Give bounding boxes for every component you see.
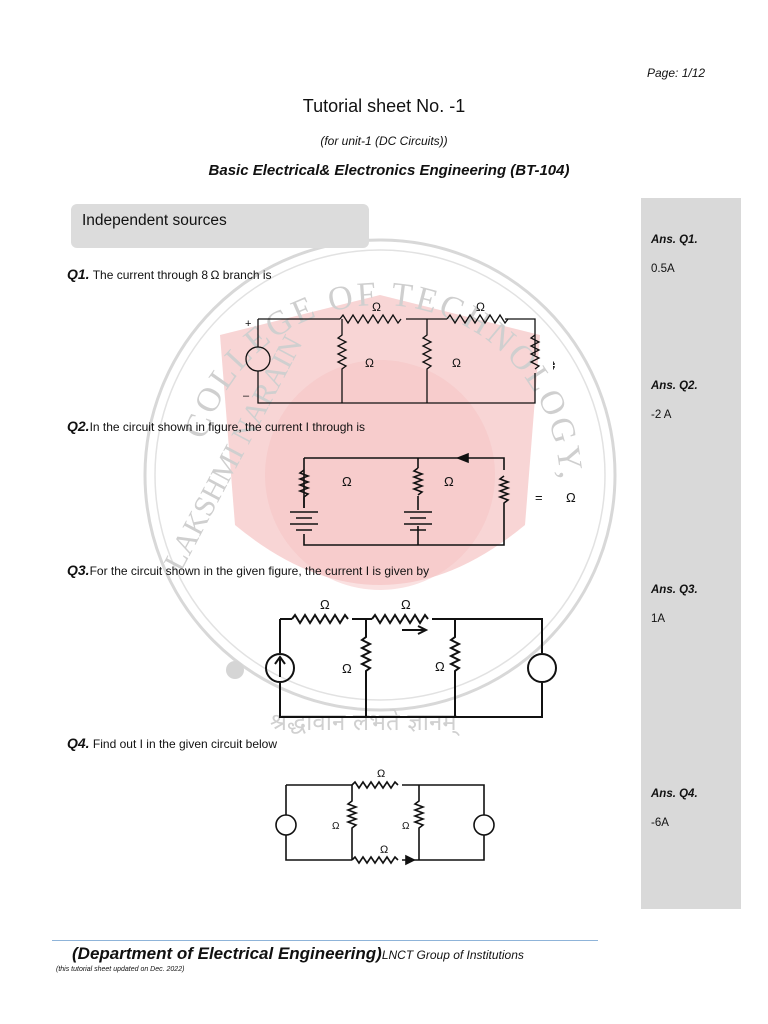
resistor-icon [351,855,399,865]
resistor-icon [291,613,349,625]
question-1: Q1. The current through 8 Ω branch is [67,266,272,282]
battery-icon [404,511,432,531]
arrow-icon [402,625,429,635]
svg-text:Ω: Ω [365,356,374,370]
question-4: Q4. Find out I in the given circuit belo… [67,735,277,751]
resistor-icon [371,613,429,625]
svg-text:Ω: Ω [320,597,330,612]
question-4-text: Find out I in the given circuit below [92,737,278,751]
svg-text:Ω: Ω [402,821,410,832]
svg-text:Ω: Ω [401,597,411,612]
question-3: Q3.For the circuit shown in the given fi… [67,562,429,578]
course-title: Basic Electrical& Electronics Engineerin… [208,162,570,179]
svg-text:Ω: Ω [342,661,352,676]
svg-text:Ω: Ω [435,659,445,674]
resistor-icon [497,475,511,520]
battery-icon [290,511,318,531]
svg-text:Ω: Ω [476,300,485,314]
question-4-number: Q4. [67,735,90,751]
arrow-icon [455,452,469,464]
question-2: Q2.In the circuit shown in figure, the c… [67,418,365,434]
resistor-icon [446,313,509,325]
resistor-icon [411,467,425,496]
resistor-icon [339,313,402,325]
question-2-text: In the circuit shown in figure, the curr… [89,420,366,434]
svg-text:Ω: Ω [332,821,340,832]
svg-text:=: = [535,490,543,505]
footer-note: (this tutorial sheet updated on Dec. 202… [56,966,185,973]
footer-department-name: (Department of Electrical Engineering) [72,944,382,963]
svg-text:Ω: Ω [566,490,576,505]
answer-value-q1: 0.5A [651,263,675,275]
answer-label-q4: Ans. Q4. [651,788,698,800]
resistor-icon [345,785,359,860]
question-3-number: Q3. [67,562,90,578]
voltage-source-icon [275,814,297,836]
section-header-box [71,204,369,248]
voltage-source-icon [527,653,557,683]
answer-value-q2: -2 A [651,409,672,421]
answer-label-q2: Ans. Q2. [651,380,698,392]
answers-column [641,198,741,909]
voltage-source-icon [473,814,495,836]
arrow-icon [405,854,416,866]
page-number: Page: 1/12 [647,66,706,80]
resistor-icon [359,619,373,717]
footer-department: (Department of Electrical Engineering)LN… [72,944,524,964]
circuit-q3: Ω Ω Ω Ω [265,597,557,718]
circuit-q4: Ω Ω Ω Ω [275,768,495,866]
circuit-q2: Ω Ω = Ω [290,452,576,546]
voltage-source-icon [245,346,271,372]
question-1-text: The current through 8 Ω branch is [92,268,272,282]
resistor-icon [351,780,399,790]
section-label: Independent sources [82,212,227,229]
svg-text:Ω: Ω [372,300,381,314]
resistor-icon [448,619,462,717]
page-subtitle: (for unit-1 (DC Circuits)) [320,134,448,148]
resistor-icon [412,785,426,860]
page-title: Tutorial sheet No. -1 [302,96,466,116]
svg-text:Ω: Ω [550,361,555,370]
svg-text:Ω: Ω [377,768,385,780]
question-1-number: Q1. [67,266,90,282]
svg-text:–: – [243,390,250,402]
answer-value-q3: 1A [651,613,666,625]
answer-value-q4: -6A [651,817,669,829]
svg-text:Ω: Ω [452,356,461,370]
footer-institution: LNCT Group of Institutions [381,948,524,962]
svg-text:Ω: Ω [380,844,388,856]
question-2-number: Q2. [67,418,90,434]
answer-label-q1: Ans. Q1. [651,234,698,246]
svg-text:Ω: Ω [444,474,454,489]
resistor-icon [297,469,311,508]
circuit-q1: + – Ω Ω Ω Ω Ω [243,300,555,404]
current-source-icon [265,653,295,683]
footer-divider [52,940,598,941]
question-3-text: For the circuit shown in the given figur… [89,564,430,578]
answer-label-q3: Ans. Q3. [651,584,698,596]
svg-text:Ω: Ω [342,474,352,489]
svg-text:+: + [245,318,251,330]
